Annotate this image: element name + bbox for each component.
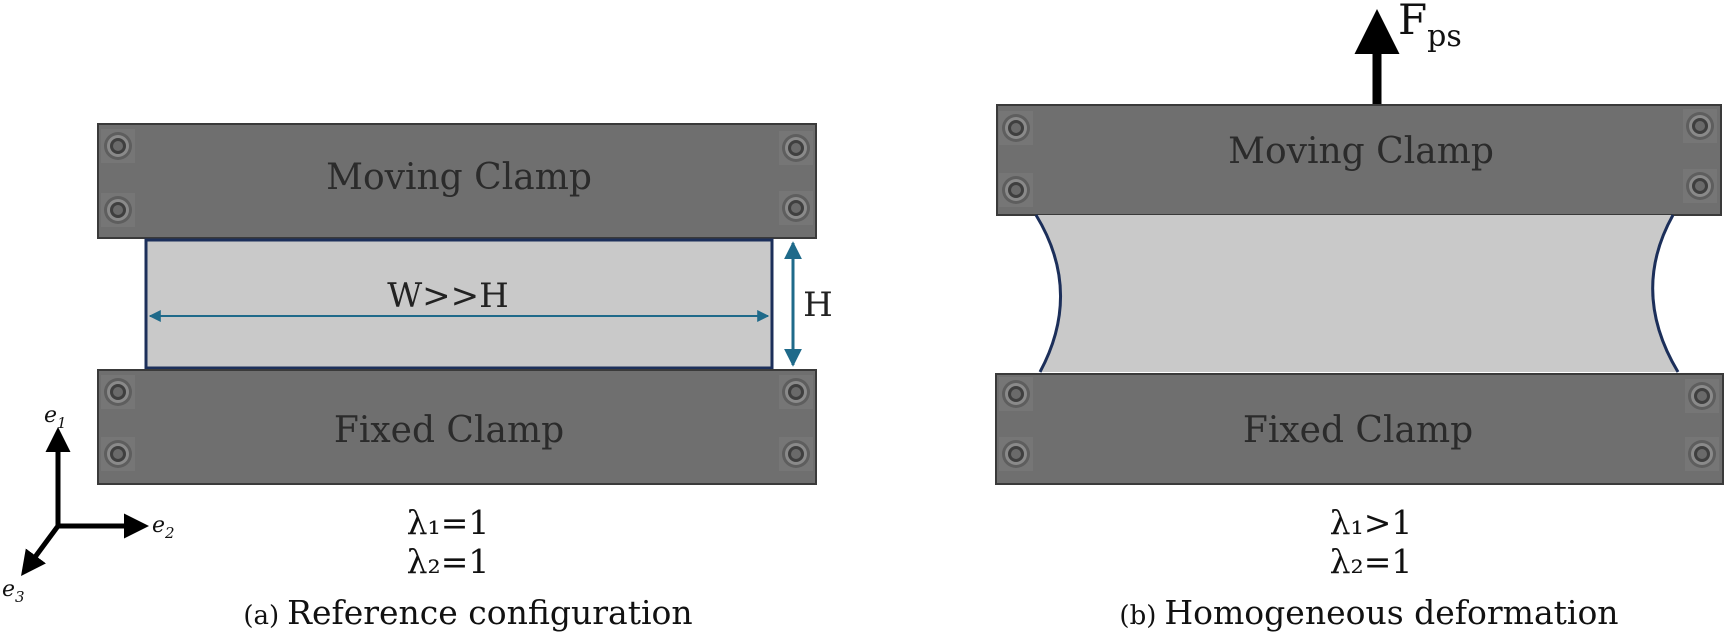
bolt-icon (779, 131, 813, 165)
fixed-clamp-a: Fixed Clamp (97, 369, 817, 485)
e3-label: e3 (2, 577, 25, 606)
bolt-icon (999, 377, 1033, 411)
specimen-a (144, 238, 774, 370)
bolt-icon (1683, 109, 1717, 143)
moving-clamp-label-b: Moving Clamp (1228, 131, 1494, 172)
e1-label: e1 (44, 403, 67, 432)
bolt-icon (1685, 379, 1719, 413)
panel-a: Moving Clamp W>>H H Fixed Clamp λ₁=1 λ₂=… (97, 123, 833, 632)
bolt-icon (999, 437, 1033, 471)
bolt-icon (1685, 437, 1719, 471)
bolt-icon (101, 437, 135, 471)
bolt-icon (779, 191, 813, 225)
moving-clamp-a: Moving Clamp (97, 123, 817, 239)
fixed-clamp-label-a: Fixed Clamp (334, 410, 564, 451)
bolt-icon (779, 437, 813, 471)
force-label: Fps (1398, 0, 1462, 54)
moving-clamp-label-a: Moving Clamp (326, 157, 592, 198)
panel-b: Fps Moving Clamp Fixed Clamp λ₁>1 λ₂=1 (… (995, 0, 1724, 632)
fixed-clamp-b: Fixed Clamp (995, 373, 1724, 485)
height-label: H (803, 285, 833, 325)
moving-clamp-b: Moving Clamp (996, 104, 1722, 216)
bolt-icon (999, 173, 1033, 207)
bolt-icon (101, 193, 135, 227)
specimen-b-left-edge (1034, 214, 1062, 373)
bolt-icon (1683, 169, 1717, 203)
e3-axis-arrow (21, 524, 61, 577)
fixed-clamp-label-b: Fixed Clamp (1243, 410, 1473, 451)
caption-a: (a)Reference configuration (243, 593, 692, 632)
stretch-1-b: λ₁>1 (1330, 503, 1413, 542)
coordinate-axes: e1 e2 e3 (2, 403, 175, 606)
specimen-b (1036, 215, 1678, 372)
stretch-2-a: λ₂=1 (407, 542, 490, 581)
width-label: W>>H (387, 276, 509, 316)
caption-b: (b)Homogeneous deformation (1119, 593, 1618, 632)
e2-label: e2 (152, 513, 175, 542)
stretch-2-b: λ₂=1 (1330, 542, 1413, 581)
bolt-icon (101, 375, 135, 409)
bolt-icon (101, 129, 135, 163)
bolt-icon (999, 111, 1033, 145)
bolt-icon (779, 375, 813, 409)
stretch-1-a: λ₁=1 (407, 503, 490, 542)
specimen-b-right-edge (1651, 214, 1680, 373)
